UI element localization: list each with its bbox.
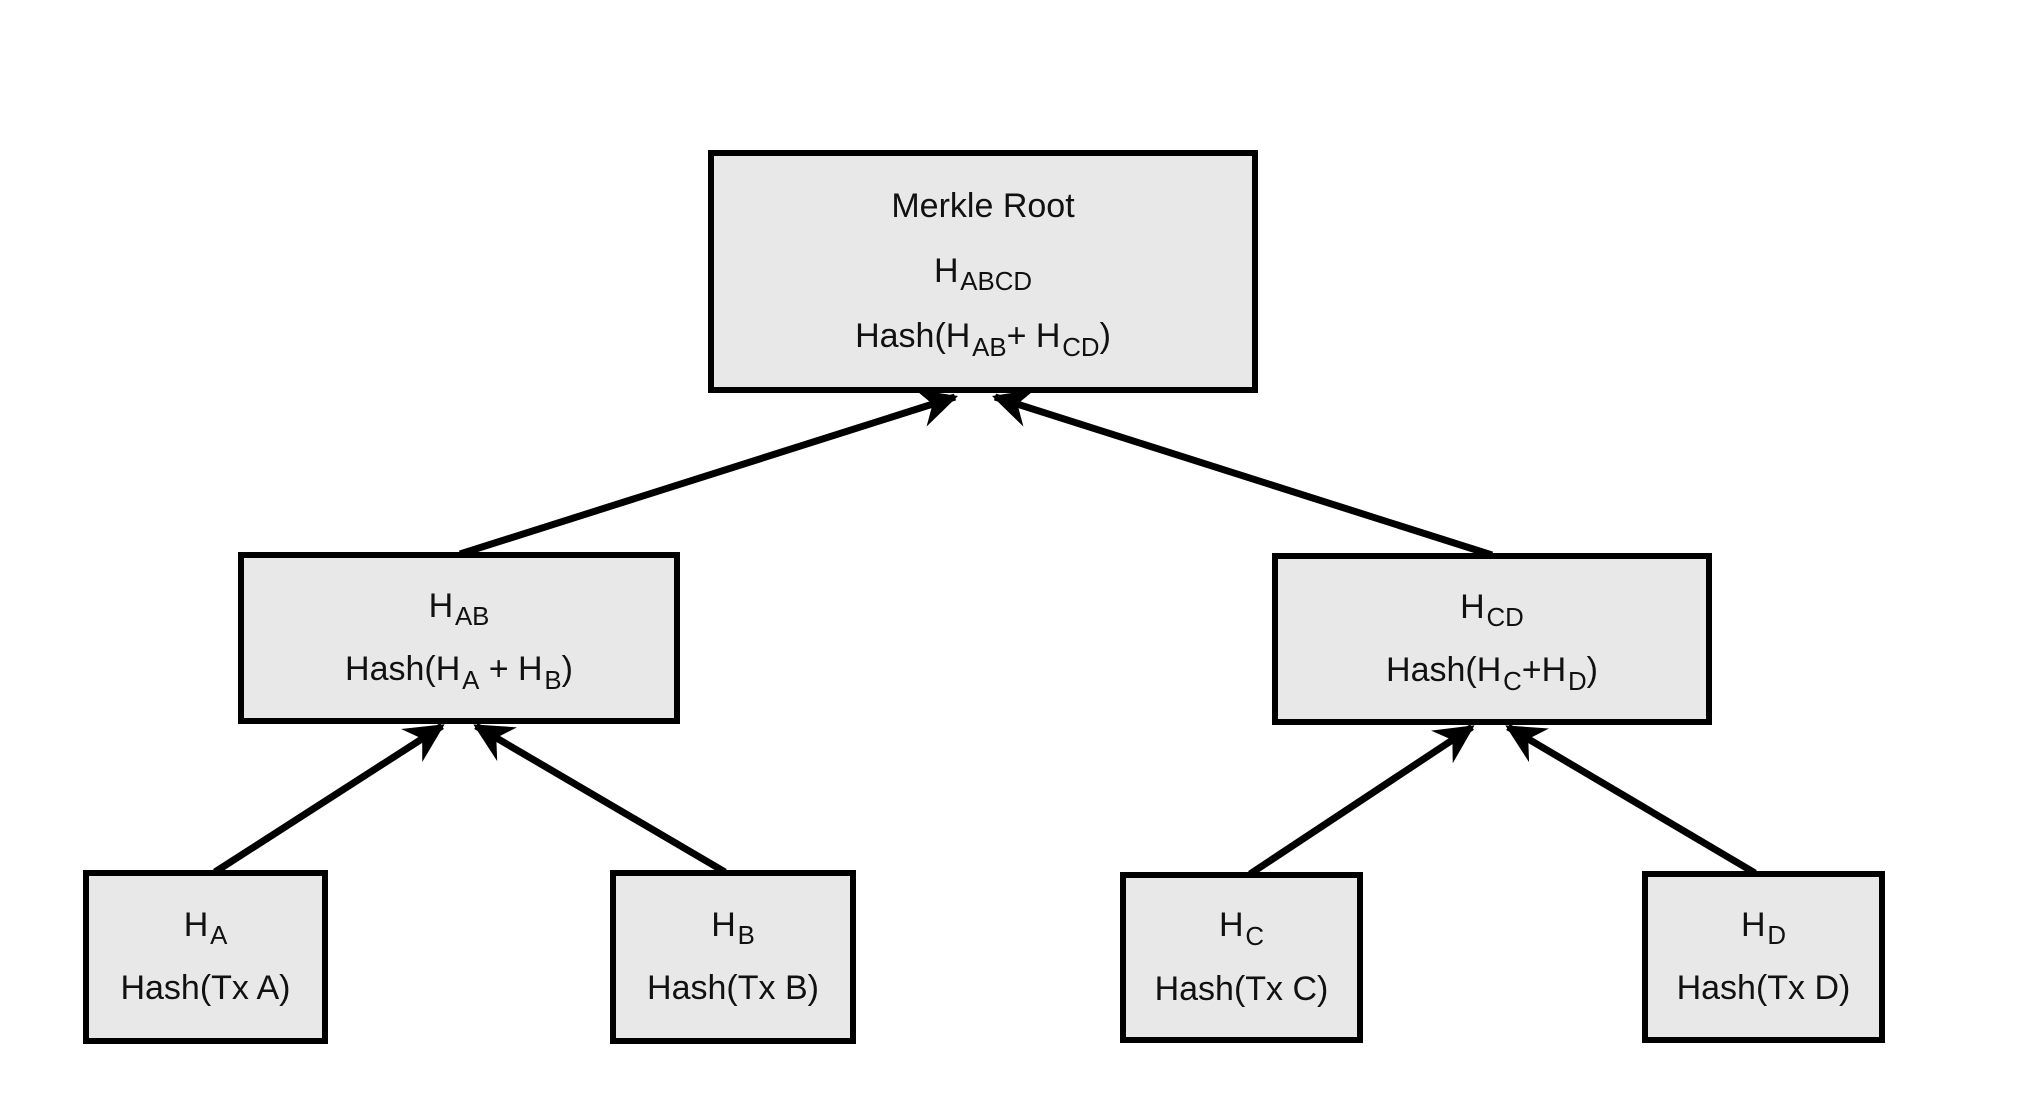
hc-formula: Hash(Tx C) bbox=[1154, 969, 1329, 1008]
hcd-hash-label: HCD bbox=[1460, 587, 1524, 633]
edge-hd-to-hcd bbox=[1505, 723, 1757, 877]
node-hab: HAB Hash(HA + HB) bbox=[238, 552, 680, 724]
edge-ha-to-hab bbox=[213, 723, 445, 875]
hb-formula: Hash(Tx B) bbox=[647, 969, 819, 1007]
merkle-root-formula: Hash(HAB+ HCD) bbox=[855, 317, 1111, 362]
node-merkle-root: Merkle Root HABCD Hash(HAB+ HCD) bbox=[708, 150, 1258, 393]
merkle-root-hash-label: HABCD bbox=[933, 251, 1033, 297]
edge-hcd-to-root bbox=[992, 389, 1494, 559]
node-hb: HB Hash(Tx B) bbox=[610, 870, 856, 1044]
hd-formula: Hash(Tx D) bbox=[1676, 969, 1851, 1007]
node-hd: HD Hash(Tx D) bbox=[1642, 871, 1885, 1043]
hcd-formula: Hash(HC+HD) bbox=[1386, 651, 1598, 696]
node-hcd: HCD Hash(HC+HD) bbox=[1272, 553, 1712, 725]
node-ha: HA Hash(Tx A) bbox=[83, 870, 328, 1044]
node-hc: HC Hash(Tx C) bbox=[1120, 872, 1363, 1043]
hab-hash-label: HAB bbox=[428, 586, 490, 632]
edge-hc-to-hcd bbox=[1248, 724, 1475, 877]
edge-hab-to-root bbox=[458, 389, 958, 558]
hab-formula: Hash(HA + HB) bbox=[345, 650, 573, 695]
edge-hb-to-hab bbox=[473, 722, 727, 876]
hc-hash-label: HC bbox=[1218, 906, 1264, 951]
ha-hash-label: HA bbox=[183, 905, 228, 951]
ha-formula: Hash(Tx A) bbox=[120, 969, 291, 1007]
merkle-root-title: Merkle Root bbox=[891, 186, 1075, 225]
hd-hash-label: HD bbox=[1740, 905, 1786, 951]
hb-hash-label: HB bbox=[711, 905, 755, 951]
